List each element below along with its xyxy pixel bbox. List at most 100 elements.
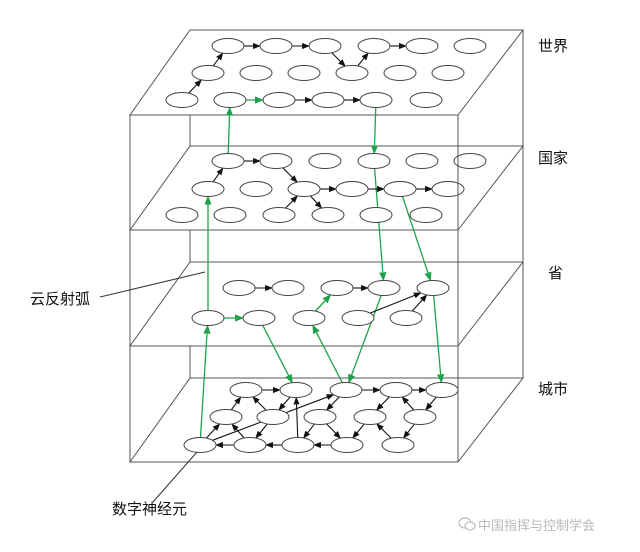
network-arrow <box>212 167 224 183</box>
reflex-arc-arrow <box>373 168 387 282</box>
neuron-node <box>242 310 276 326</box>
reflex-arc-arrow <box>262 324 293 384</box>
network-arrow <box>188 79 202 94</box>
neuron-node <box>330 437 364 453</box>
neuron-node <box>239 181 273 197</box>
network-arrow <box>369 292 422 314</box>
neuron-node <box>213 207 247 223</box>
neuron-node <box>303 409 337 425</box>
neuron-node <box>209 409 243 425</box>
neuron-node <box>329 382 363 398</box>
network-arrow <box>376 396 390 411</box>
neuron-node <box>359 207 393 223</box>
network-arrow <box>293 396 300 438</box>
neuron-node <box>287 65 321 81</box>
reflex-arc-arrow <box>433 295 445 384</box>
neuron-node <box>357 153 391 169</box>
neuron-node <box>359 92 393 108</box>
neuron-node <box>239 65 273 81</box>
network-arrow <box>282 167 298 183</box>
neuron-node <box>259 153 293 169</box>
neuron-node <box>431 181 465 197</box>
network-arrow <box>352 423 365 439</box>
neuron-node <box>271 280 305 296</box>
neuron-node <box>183 437 217 453</box>
neuron-node <box>222 280 256 296</box>
cloud-reflex-arc-leader <box>99 271 206 298</box>
neuron-node <box>405 38 439 54</box>
neuron-node <box>213 92 247 108</box>
neuron-node <box>165 207 199 223</box>
network-arrow <box>278 396 291 411</box>
digital-neuron-leader <box>152 451 198 503</box>
callout-digital-neuron: 数字神经元 <box>112 500 188 518</box>
neuron-node <box>256 409 290 425</box>
network-arrow <box>411 294 428 312</box>
network-arrow <box>326 423 341 439</box>
neuron-node <box>281 437 315 453</box>
network-arrow <box>357 52 369 67</box>
neuron-nodes <box>165 38 487 453</box>
network-arrow <box>425 396 437 411</box>
reflex-arc-arrow <box>401 196 432 282</box>
reflex-arc-arrow <box>312 324 343 384</box>
network-arrow <box>376 423 392 439</box>
wechat-icon <box>458 517 476 531</box>
layer-label-country: 国家 <box>538 149 569 167</box>
neuron-node <box>409 92 443 108</box>
neuron-node <box>262 207 296 223</box>
neuron-node <box>357 38 391 54</box>
network-arrow <box>285 195 298 209</box>
network-arrow <box>326 396 340 411</box>
neuron-node <box>431 65 465 81</box>
neuron-node <box>381 437 415 453</box>
neuron-node <box>405 153 439 169</box>
neuron-node <box>367 280 401 296</box>
neuron-node <box>191 65 225 81</box>
reflex-arc-arrow <box>348 295 382 384</box>
network-arrow <box>212 52 224 67</box>
neuron-node <box>292 310 326 326</box>
neuron-node <box>233 437 267 453</box>
layer-label-city: 城市 <box>538 380 569 398</box>
watermark-text: 中国指挥与控制学会 <box>478 519 596 534</box>
neuron-node <box>453 38 487 54</box>
neuron-node <box>259 38 293 54</box>
neuron-node <box>165 92 199 108</box>
neuron-node <box>311 207 345 223</box>
network-arrow <box>252 396 267 411</box>
neuron-node <box>279 382 313 398</box>
neuron-node <box>320 280 354 296</box>
neuron-node <box>308 153 342 169</box>
neuron-node <box>308 38 342 54</box>
reflex-arc-arrows <box>199 96 445 438</box>
reflex-arc-arrow <box>314 294 332 312</box>
neuron-node <box>379 382 413 398</box>
network-arrow <box>331 52 346 67</box>
neuron-node <box>416 280 450 296</box>
plane-province <box>129 261 525 347</box>
neuron-node <box>425 382 459 398</box>
callout-leaders <box>99 271 206 503</box>
network-arrow <box>309 195 323 209</box>
neuron-node <box>262 92 296 108</box>
neuron-node <box>383 65 417 81</box>
neuron-node <box>383 181 417 197</box>
layer-label-world: 世界 <box>538 37 569 55</box>
neuron-node <box>211 38 245 54</box>
neuron-node <box>403 409 437 425</box>
neuron-node <box>211 153 245 169</box>
reflex-arc-arrow <box>225 106 234 154</box>
neuron-node <box>191 310 225 326</box>
cube-front-edges <box>129 115 459 462</box>
neuron-node <box>389 310 423 326</box>
neuron-node <box>335 65 369 81</box>
network-arrow <box>303 423 315 439</box>
neuron-node <box>287 181 321 197</box>
network-arrows <box>188 42 437 449</box>
neuron-node <box>229 382 263 398</box>
neuron-node <box>341 310 375 326</box>
network-arrow <box>255 423 268 439</box>
neuron-node <box>409 207 443 223</box>
